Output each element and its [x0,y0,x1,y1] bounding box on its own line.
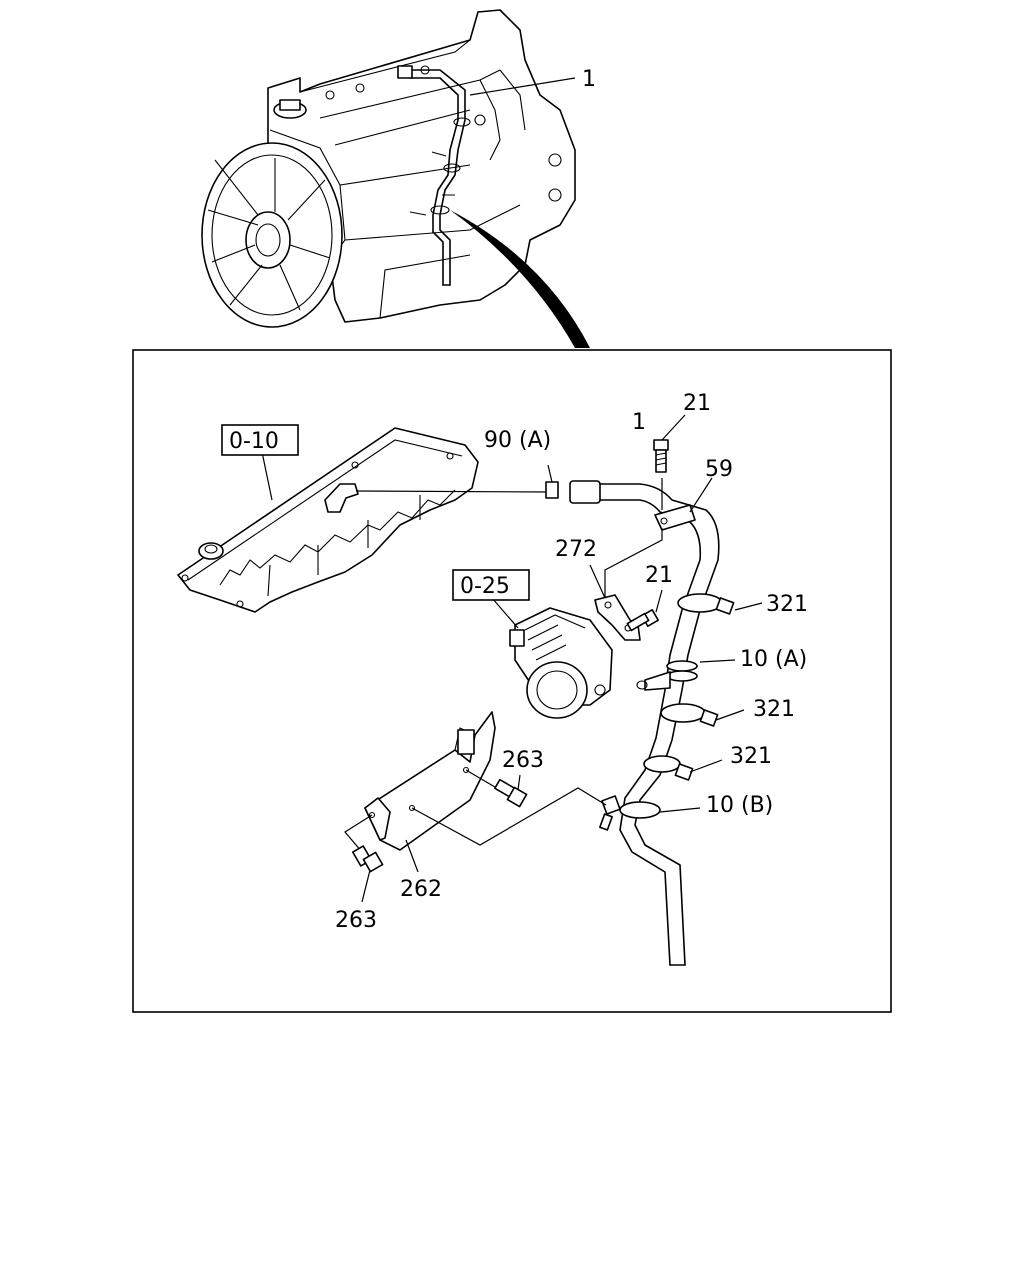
bolt-21-mid [626,609,659,632]
bolt-263-right [494,778,528,808]
hose-clip-90a [545,481,559,499]
engine-overview [201,9,590,348]
throttle-body [509,607,613,719]
clamp-321-b [660,703,719,727]
clamp-10b [599,795,661,831]
callout-labels: 1 0-10 0-25 90 (A) 1 21 59 272 21 321 10… [221,67,808,933]
callout-263-right: 263 [502,748,544,773]
callout-321-c: 321 [730,744,772,769]
detail-pointer-arrow [450,210,590,348]
callout-59: 59 [705,457,733,482]
callout-10a: 10 (A) [740,647,807,672]
callout-263-left: 263 [335,908,377,933]
bolt-21-top [653,439,669,473]
callout-321-a: 321 [766,592,808,617]
callout-top-1: 1 [582,67,596,92]
clamp-321-a [677,593,735,615]
callout-ref-0-25: 0-25 [460,574,510,599]
ref-box-0-10 [221,424,299,456]
callout-21-top: 21 [683,391,711,416]
detail-frame [132,349,892,1013]
bracket-262 [364,711,496,851]
callout-10b: 10 (B) [706,793,773,818]
bracket-272 [594,594,641,641]
callout-1: 1 [632,410,646,435]
callout-ref-0-10: 0-10 [229,429,279,454]
callout-90a: 90 (A) [484,428,551,453]
bracket-59 [654,504,696,531]
callout-321-b: 321 [753,697,795,722]
valve-cover [177,427,479,613]
callout-262: 262 [400,877,442,902]
bolt-263-left [352,845,384,873]
ref-box-0-25 [452,569,530,601]
overview-breather-pipe [399,69,466,286]
clamp-321-c [643,755,694,781]
callout-272: 272 [555,537,597,562]
callout-21-mid: 21 [645,563,673,588]
